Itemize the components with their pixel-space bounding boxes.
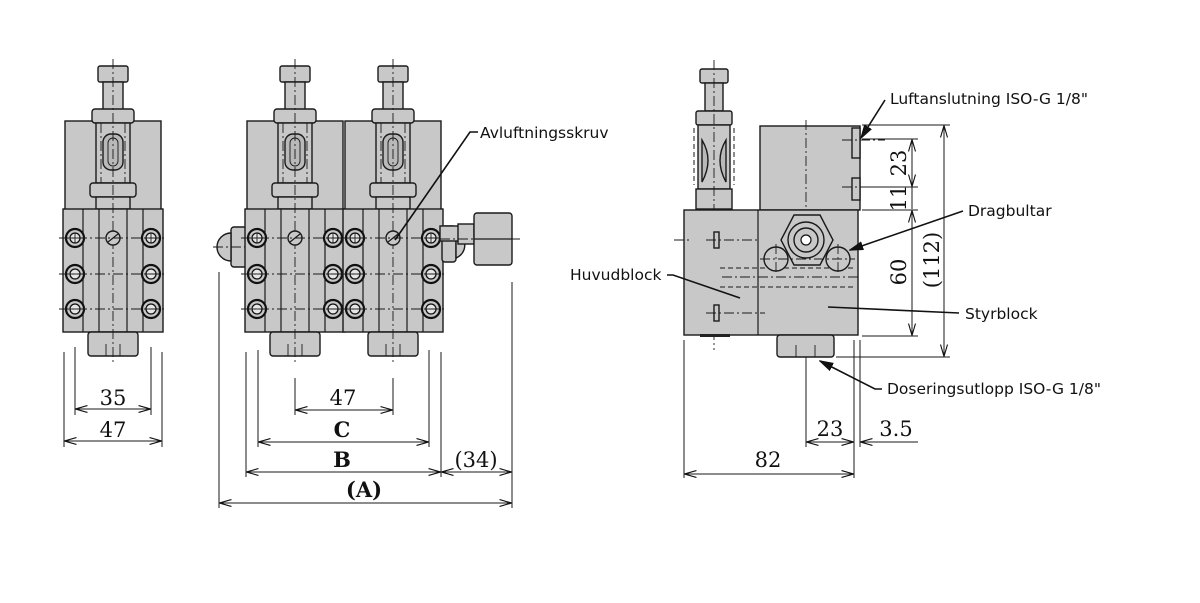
label-huvudblock: Huvudblock [570,266,661,284]
bleed-screw-callout: Avluftningsskruv [394,124,609,241]
dim-60: 60 [887,259,911,286]
single-block-front-view [57,57,169,367]
side-view-dimensions: 23 11 60 (112) 23 3.5 82 [683,124,950,478]
label-avluftningsskruv: Avluftningsskruv [480,124,609,142]
dim-23-horizontal: 23 [817,417,844,441]
single-block-dimensions: 35 47 [63,347,163,447]
double-block-front-view [213,57,520,367]
dim-a: (A) [346,477,382,502]
side-view-callouts: Luftanslutning ISO-G 1/8" Dragbultar Huv… [570,90,1101,398]
label-dragbultar: Dragbultar [968,202,1052,220]
dim-47-pitch: 47 [330,386,357,410]
dim-35: 35 [100,386,127,410]
dim-34: (34) [454,448,497,472]
dim-b: B [333,447,351,472]
double-block-dimensions: 47 C B (34) (A) [218,272,513,508]
side-view [674,60,885,375]
main-body [683,209,859,336]
dim-c: C [334,417,351,442]
dim-3-5: 3.5 [879,417,912,441]
control-block-housing [759,125,861,211]
dim-82: 82 [755,448,782,472]
label-luftanslutning: Luftanslutning ISO-G 1/8" [890,90,1088,108]
dim-47-single: 47 [100,418,127,442]
left-end-cap [216,232,232,262]
outlet-fitting [776,334,835,358]
label-styrblock: Styrblock [965,305,1038,323]
elbow-fitting [439,212,520,266]
label-doseringsutlopp: Doseringsutlopp ISO-G 1/8" [887,380,1101,398]
dim-112: (112) [920,232,944,288]
dim-11: 11 [887,185,911,212]
dim-23-vertical: 23 [887,150,911,177]
